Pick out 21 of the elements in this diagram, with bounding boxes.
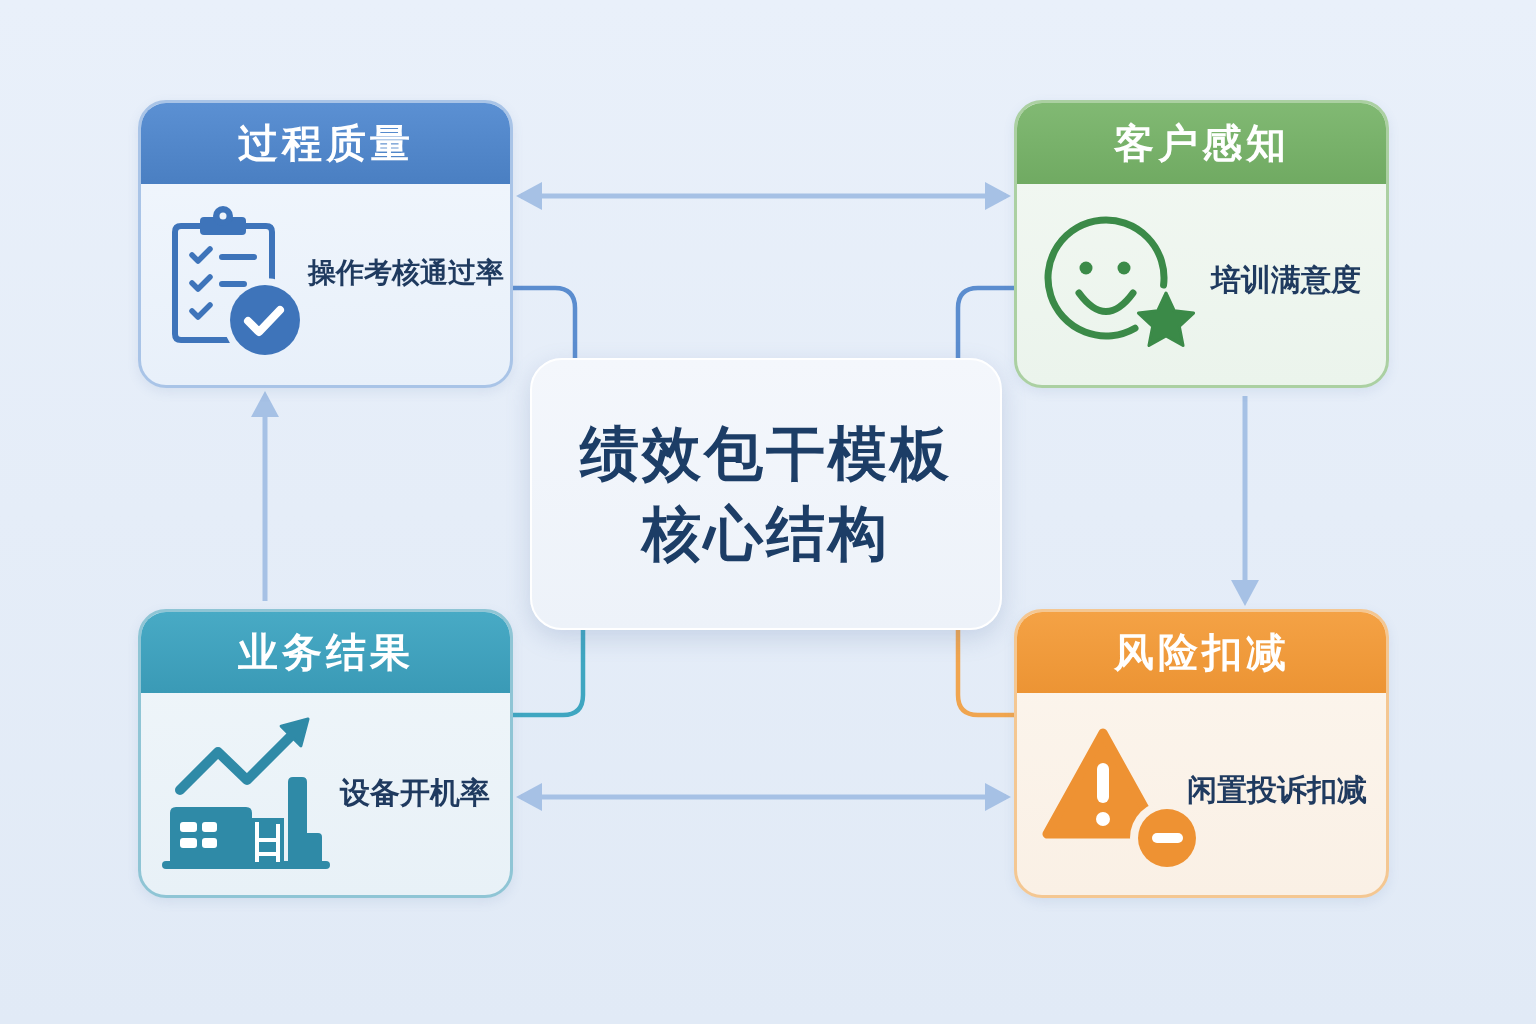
arrow (1232, 396, 1258, 606)
connector-line (955, 630, 1014, 718)
metric-card (1014, 609, 1389, 898)
metric-label: 培训满意度 (1211, 262, 1361, 298)
metric-label: 操作考核通过率 (308, 255, 504, 291)
connector-line (513, 630, 586, 718)
metric-card (138, 609, 513, 898)
connector-line (513, 285, 578, 358)
metric-label: 闲置投诉扣减 (1187, 772, 1367, 808)
card-header: 过程质量 (141, 103, 510, 184)
card-header: 业务结果 (141, 612, 510, 693)
connector-line (955, 285, 1014, 358)
card-header: 客户感知 (1017, 103, 1386, 184)
title-box: 绩效包干模板核心结构 (530, 358, 1002, 630)
metric-card (1014, 100, 1389, 388)
metric-card (138, 100, 513, 388)
card-header: 风险扣减 (1017, 612, 1386, 693)
double-arrow (516, 183, 1011, 209)
double-arrow (516, 784, 1011, 810)
metric-label: 设备开机率 (340, 775, 490, 811)
arrow (252, 391, 278, 601)
